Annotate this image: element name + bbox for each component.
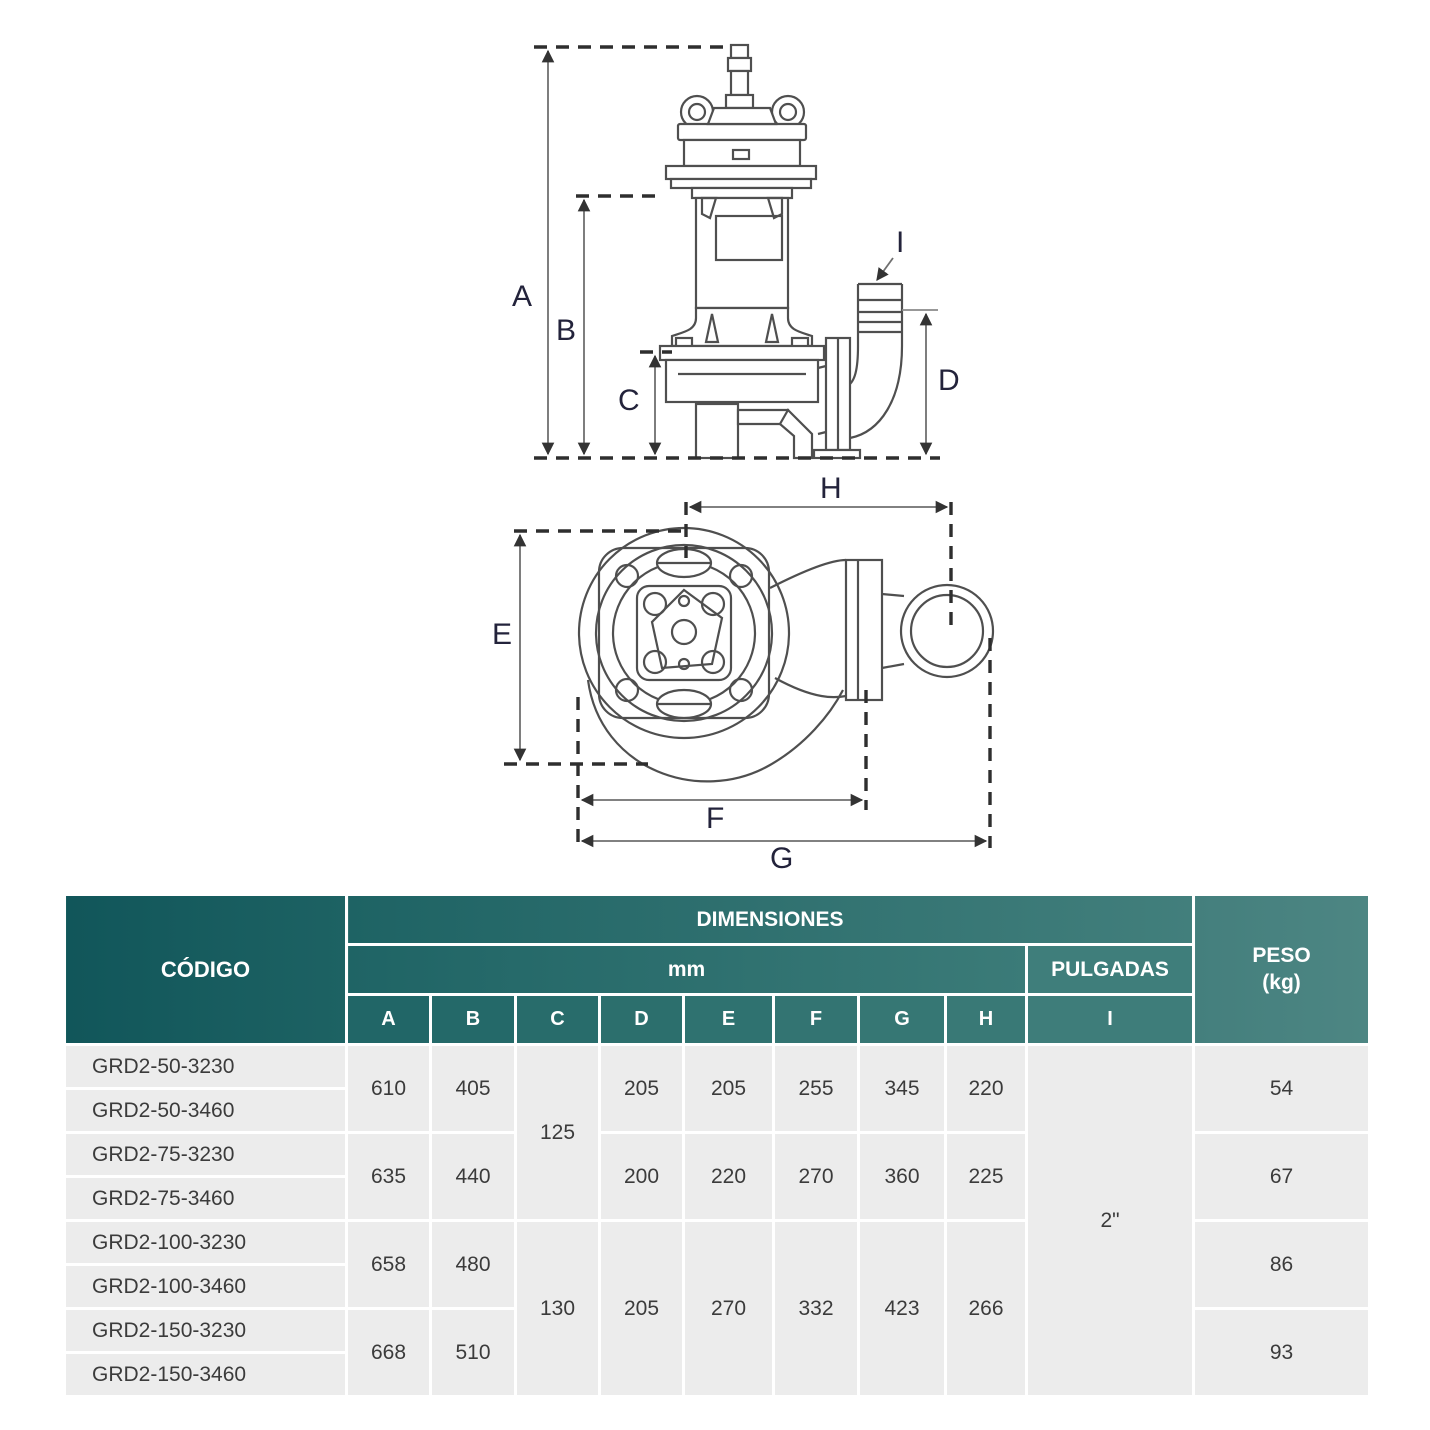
cell-peso-g34: 67 [1192, 1131, 1372, 1222]
cell-e-bottom: 270 [682, 1219, 775, 1398]
cell-d-g12: 205 [598, 1043, 685, 1134]
header-peso-line1: PESO [1252, 944, 1311, 968]
cell-e-g34: 220 [682, 1131, 775, 1222]
cell-d-bottom: 205 [598, 1219, 685, 1398]
cell-code-5: GRD2-100-3460 [63, 1263, 348, 1310]
col-header-i: I [1024, 993, 1196, 1046]
header-peso-line2: (kg) [1262, 970, 1301, 994]
cell-f-g34: 270 [772, 1131, 860, 1222]
cell-peso-g78: 93 [1192, 1307, 1372, 1398]
cell-i-all: 2" [1024, 1043, 1196, 1398]
dim-label-b: B [556, 314, 576, 347]
table-row: GRD2-75-3230 635 440 200 220 270 360 225… [63, 1131, 1372, 1222]
cell-code-7: GRD2-150-3460 [63, 1351, 348, 1398]
pump-dimension-diagram: A B C D I [480, 25, 1010, 885]
header-dimensiones: DIMENSIONES [344, 893, 1196, 946]
table-row: GRD2-100-3460 [63, 1263, 1370, 1310]
col-header-e: E [682, 993, 775, 1046]
table-row: GRD2-50-3460 [63, 1087, 1370, 1134]
header-mm: mm [345, 943, 1028, 996]
cell-h-bottom: 266 [944, 1219, 1028, 1398]
cell-h-g34: 225 [944, 1131, 1028, 1222]
cell-a-g78: 668 [345, 1307, 432, 1398]
header-codigo: CÓDIGO [63, 893, 348, 1046]
dim-label-f: F [706, 802, 724, 835]
cell-a-g34: 635 [345, 1131, 432, 1222]
table-row: GRD2-150-3460 [63, 1351, 1370, 1398]
dim-label-i: I [896, 226, 904, 259]
col-header-a: A [345, 993, 432, 1046]
dim-arrow-i [876, 257, 894, 282]
cell-b-g12: 405 [429, 1043, 517, 1134]
cell-f-g12: 255 [772, 1043, 860, 1134]
dim-label-e: E [492, 618, 512, 651]
plan-view-dimensions: E H F G [492, 472, 992, 875]
cell-peso-g12: 54 [1192, 1043, 1372, 1134]
col-header-c: C [514, 993, 601, 1046]
cell-h-g12: 220 [944, 1043, 1028, 1134]
dimensions-table: CÓDIGO DIMENSIONES PESO (kg) mm PULGADAS… [63, 893, 1372, 1398]
cell-code-4: GRD2-100-3230 [63, 1219, 348, 1266]
dimensions-table-wrap: CÓDIGO DIMENSIONES PESO (kg) mm PULGADAS… [63, 893, 1372, 1398]
cell-a-g56: 658 [345, 1219, 432, 1310]
cell-b-g78: 510 [429, 1307, 517, 1398]
cell-d-g34: 200 [598, 1131, 685, 1222]
cell-code-1: GRD2-50-3460 [63, 1087, 348, 1134]
cell-b-g56: 480 [429, 1219, 517, 1310]
cell-code-2: GRD2-75-3230 [63, 1131, 348, 1178]
cell-e-g12: 205 [682, 1043, 775, 1134]
pump-side-view [658, 43, 938, 460]
header-pulgadas: PULGADAS [1024, 943, 1196, 996]
table-row: GRD2-75-3460 [63, 1175, 1370, 1222]
dim-label-h: H [820, 472, 842, 505]
cell-g-g12: 345 [857, 1043, 947, 1134]
dim-label-d: D [938, 364, 960, 397]
cell-c-bottom: 130 [514, 1219, 601, 1398]
cell-g-bottom: 423 [857, 1219, 947, 1398]
col-header-g: G [857, 993, 947, 1046]
cell-peso-g56: 86 [1192, 1219, 1372, 1310]
cell-b-g34: 440 [429, 1131, 517, 1222]
cell-g-g34: 360 [857, 1131, 947, 1222]
col-header-h: H [944, 993, 1028, 1046]
table-row: GRD2-100-3230 658 480 130 205 270 332 42… [63, 1219, 1372, 1398]
pump-diagram-svg: A B C D I [492, 43, 995, 875]
dim-label-c: C [618, 384, 640, 417]
col-header-f: F [772, 993, 860, 1046]
pump-plan-view [577, 526, 995, 783]
side-view-dimensions: A B C D I [512, 45, 960, 460]
col-header-d: D [598, 993, 685, 1046]
table-row: GRD2-150-3230 668 510 93 [63, 1307, 1372, 1398]
header-peso: PESO (kg) [1192, 893, 1372, 1046]
cell-c-top: 125 [514, 1043, 601, 1222]
cell-f-bottom: 332 [772, 1219, 860, 1398]
cell-a-g12: 610 [345, 1043, 432, 1134]
cell-code-3: GRD2-75-3460 [63, 1175, 348, 1222]
cell-code-6: GRD2-150-3230 [63, 1307, 348, 1354]
dim-label-a: A [512, 280, 532, 313]
col-header-b: B [429, 993, 517, 1046]
dim-label-g: G [770, 842, 793, 875]
cell-code-0: GRD2-50-3230 [63, 1043, 348, 1090]
table-row: GRD2-50-3230 610 405 125 205 205 255 345… [63, 1043, 1372, 1398]
